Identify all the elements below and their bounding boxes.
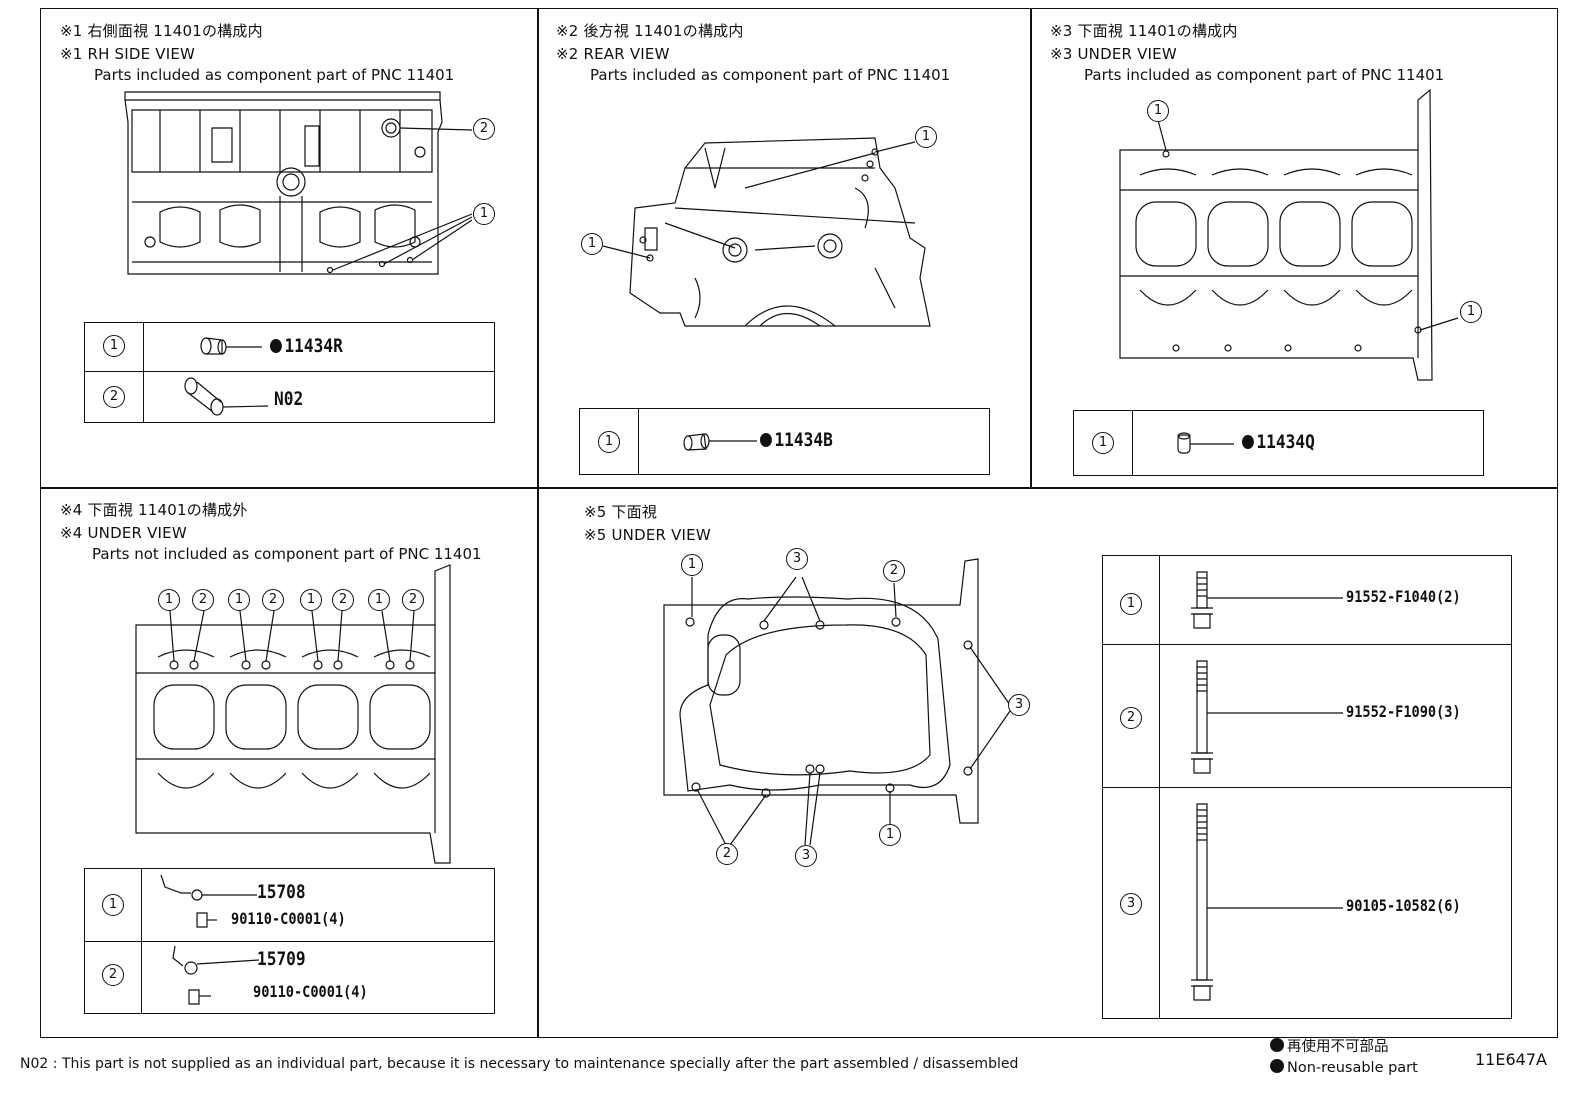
non-reusable-dot-icon [1270,1059,1284,1073]
non-reusable-dot-icon [1242,435,1254,449]
non-reusable-dot-icon [1270,1038,1284,1052]
callout-1: 1 [158,589,180,611]
table-row: 1 11434R [85,323,494,371]
part-code: 11434R [270,335,343,357]
part-code: 91552-F1090(3) [1346,702,1461,721]
row-number: 3 [1120,893,1142,915]
callout-1: 1 [300,589,322,611]
callout-1: 1 [1147,100,1169,122]
panel-2-parts-table: 1 11434B [579,408,990,475]
callout-1: 1 [681,554,703,576]
callout-2: 2 [473,118,495,140]
panel-2-title-jp: ※2 後方視 11401の構成内 [556,22,744,40]
row-number: 1 [1120,593,1142,615]
panel-4-parts-table: 1 15708 90110-C0001(4) 2 15709 90110-C00… [84,868,495,1014]
row-number: 2 [103,386,125,408]
legend-jp: 再使用不可部品 [1270,1035,1389,1056]
table-row: 1 11434B [580,409,989,474]
callout-2: 2 [262,589,284,611]
part-code: 15709 [257,948,306,970]
divider [40,487,1558,489]
table-row: 2 N02 [85,371,494,423]
footer-note: N02 : This part is not supplied as an in… [20,1056,1019,1072]
panel-1-parts-table: 1 11434R 2 N02 [84,322,495,423]
table-row: 1 15708 90110-C0001(4) [85,869,494,941]
table-row: 3 90105-10582(6) [1103,787,1511,1019]
panel-1-subtitle: Parts included as component part of PNC … [94,66,455,84]
callout-1: 1 [368,589,390,611]
non-reusable-dot-icon [760,433,772,447]
table-row: 1 91552-F1040(2) [1103,556,1511,644]
callout-2: 2 [716,843,738,865]
oil-jet-icon [157,873,267,935]
bolt-icon [1185,570,1355,634]
callout-2: 2 [192,589,214,611]
bolt-icon [1185,659,1355,779]
callout-3: 3 [795,845,817,867]
part-code: N02 [274,388,304,410]
part-code: 15708 [257,881,306,903]
diagram-frame [40,8,1558,1038]
callout-1: 1 [581,233,603,255]
panel-1-title-jp: ※1 右側面視 11401の構成内 [60,22,263,40]
panel-5-title-en: ※5 UNDER VIEW [584,526,711,544]
panel-3-parts-table: 1 11434Q [1073,410,1484,476]
row-number: 2 [102,964,124,986]
engine-block-under-oil-jet-drawing [130,565,460,865]
callout-1: 1 [1460,301,1482,323]
panel-5-title-jp: ※5 下面視 [584,503,658,521]
row-number: 1 [102,894,124,916]
callout-1: 1 [473,203,495,225]
part-code: 90105-10582(6) [1346,896,1461,915]
part-code: 90110-C0001(4) [253,982,368,1001]
row-number: 1 [1092,432,1114,454]
panel-3-subtitle: Parts included as component part of PNC … [1084,66,1445,84]
table-row: 1 11434Q [1074,411,1483,475]
panel-4-subtitle: Parts not included as component part of … [92,545,482,563]
row-number: 2 [1120,707,1142,729]
pin-icon [682,431,762,455]
row-number: 1 [598,431,620,453]
dowel-icon [183,376,273,420]
callout-2: 2 [332,589,354,611]
engine-block-under-drawing [1118,90,1448,390]
part-code: 11434B [760,429,833,451]
callout-1: 1 [879,824,901,846]
callout-3: 3 [1008,694,1030,716]
non-reusable-dot-icon [270,339,282,353]
part-code: 90110-C0001(4) [231,909,346,928]
divider [1030,8,1032,488]
table-row: 2 15709 90110-C0001(4) [85,941,494,1014]
table-row: 2 91552-F1090(3) [1103,644,1511,788]
engine-block-rh-side-drawing [120,92,450,282]
callout-1: 1 [915,126,937,148]
row-number: 1 [103,335,125,357]
panel-3-title-jp: ※3 下面視 11401の構成内 [1050,22,1238,40]
callout-1: 1 [228,589,250,611]
callout-2: 2 [402,589,424,611]
engine-block-rear-drawing [625,128,945,328]
divider [537,8,539,1038]
pin-icon [1176,431,1246,457]
panel-5-parts-table: 1 91552-F1040(2) 2 91552-F1090(3) 3 9010… [1102,555,1512,1019]
panel-4-title-jp: ※4 下面視 11401の構成外 [60,501,248,519]
part-code: 11434Q [1242,431,1315,453]
panel-2-subtitle: Parts included as component part of PNC … [590,66,951,84]
panel-4-title-en: ※4 UNDER VIEW [60,524,187,542]
oil-pan-bolt-pattern-drawing [660,555,990,835]
panel-3-title-en: ※3 UNDER VIEW [1050,45,1177,63]
bolt-icon [1185,802,1355,1012]
pin-icon [200,336,270,360]
callout-3: 3 [786,548,808,570]
oil-jet-icon [169,944,269,1010]
part-code: 91552-F1040(2) [1346,587,1461,606]
panel-1-title-en: ※1 RH SIDE VIEW [60,45,196,63]
panel-2-title-en: ※2 REAR VIEW [556,45,670,63]
legend-en: Non-reusable part [1270,1059,1418,1076]
callout-2: 2 [883,560,905,582]
figure-code: 11E647A [1475,1050,1547,1069]
